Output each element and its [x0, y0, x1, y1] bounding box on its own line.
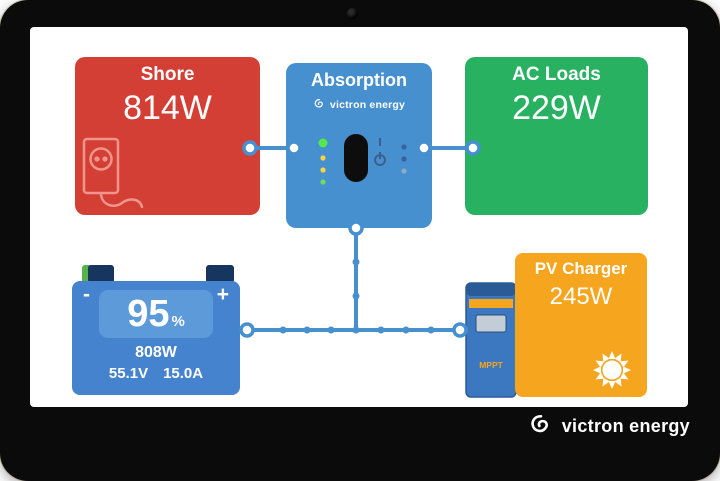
camera-dot	[347, 8, 358, 19]
absorption-title: Absorption	[311, 70, 407, 90]
bezel-brand: victron energy	[528, 413, 690, 439]
status-led-icon	[320, 179, 326, 185]
battery-minus-label: -	[83, 283, 90, 306]
inverter-controls	[318, 134, 407, 185]
power-switch	[344, 134, 368, 182]
indicator-dot-icon	[401, 168, 407, 174]
victron-swirl-icon	[314, 99, 323, 108]
screen: MPPT Shore 814W Absorption victron energ…	[30, 27, 688, 407]
indicator-dot-icon	[401, 156, 407, 162]
battery-plus-label: +	[216, 283, 229, 306]
power-symbol-icon	[374, 154, 386, 166]
battery-tile[interactable]: - + 95 % 808W 55.1V 15.0A	[72, 281, 240, 395]
victron-logo-icon	[531, 414, 548, 433]
ac-loads-title: AC Loads	[512, 64, 601, 85]
inverter-brand-text: victron energy	[329, 98, 406, 111]
pv-charger-title: PV Charger	[534, 259, 628, 278]
battery-soc-value: 95	[127, 293, 170, 335]
ac-loads-tile[interactable]: AC Loads 229W	[465, 57, 648, 215]
shore-value: 814W	[123, 89, 212, 127]
shore-title: Shore	[140, 64, 195, 85]
absorption-tile[interactable]: Absorption victron energy	[286, 63, 432, 228]
indicator-dot-icon	[401, 144, 407, 150]
power-led-icon	[318, 138, 328, 148]
battery-power-value: 808W	[135, 344, 177, 361]
battery-terminals	[82, 265, 234, 283]
mppt-label: MPPT	[479, 360, 503, 370]
battery-soc: 95 %	[99, 290, 213, 338]
brand-text: victron energy	[561, 415, 690, 436]
battery-soc-unit: %	[171, 313, 185, 330]
battery-voltage-current: 55.1V 15.0A	[72, 365, 240, 382]
shore-tile[interactable]: Shore 814W	[75, 57, 260, 215]
status-led-icon	[320, 167, 326, 173]
status-led-icon	[320, 155, 326, 161]
battery-voltage-value: 55.1V	[108, 365, 149, 382]
pv-charger-tile[interactable]: PV Charger 245W	[515, 253, 647, 397]
mppt-device-graphic: MPPT	[465, 282, 517, 398]
battery-current-value: 15.0A	[163, 365, 204, 382]
back-graphics: MPPT	[82, 265, 517, 398]
ac-loads-value: 229W	[512, 89, 601, 127]
pv-charger-value: 245W	[549, 283, 613, 310]
inverter-brand: victron energy	[286, 98, 432, 111]
